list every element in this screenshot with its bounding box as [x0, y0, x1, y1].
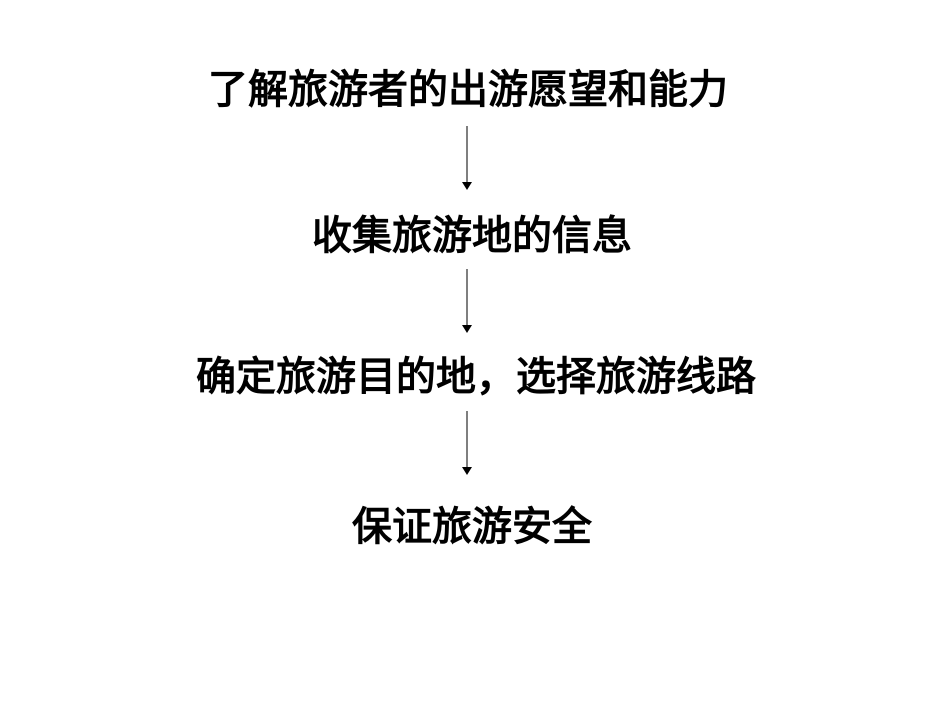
arrow-down-icon: [462, 269, 472, 333]
arrow-shaft: [466, 269, 468, 325]
step-choose-destination-route: 确定旅游目的地，选择旅游线路: [196, 353, 756, 400]
arrow-head: [462, 325, 472, 333]
arrow-head: [462, 182, 472, 190]
arrow-shaft: [466, 126, 468, 182]
arrow-head: [462, 467, 472, 475]
arrow-shaft: [466, 411, 468, 467]
step-ensure-travel-safety: 保证旅游安全: [352, 503, 592, 550]
step-collect-destination-info: 收集旅游地的信息: [312, 212, 632, 259]
arrow-down-icon: [462, 411, 472, 475]
arrow-down-icon: [462, 126, 472, 190]
step-understand-tourist-wishes: 了解旅游者的出游愿望和能力: [208, 66, 728, 113]
